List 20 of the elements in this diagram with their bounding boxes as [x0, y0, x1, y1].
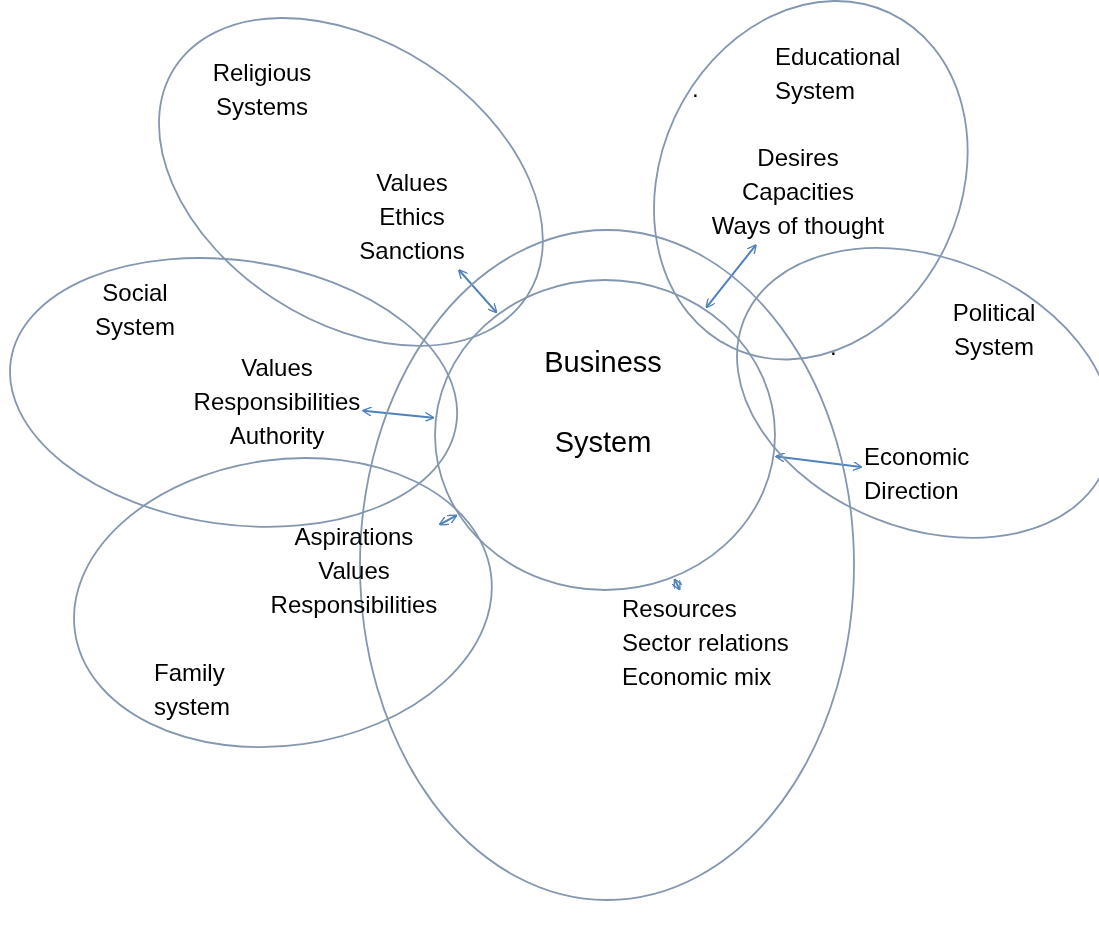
label-text: Desires Capacities Ways of thought	[711, 141, 885, 243]
label-text: Economic Direction	[864, 440, 970, 508]
system-label: Family system	[154, 658, 230, 722]
arrow	[705, 243, 757, 309]
arrow	[438, 514, 458, 526]
system-label: Social System	[95, 278, 175, 342]
system-label: Educational System	[775, 42, 901, 106]
arrow	[457, 268, 498, 314]
arrow	[671, 578, 683, 591]
system-label: Religious Systems	[212, 58, 312, 122]
dot-mark: .	[692, 74, 699, 104]
system-label: Business System	[544, 345, 662, 460]
system-label: Political System	[952, 298, 1036, 362]
label-text: Values Responsibilities Authority	[193, 351, 361, 453]
dot-mark: .	[830, 332, 837, 362]
label-text: Resources Sector relations Economic mix	[622, 592, 789, 694]
arrow	[774, 452, 863, 472]
label-text: Aspirations Values Responsibilities	[270, 520, 438, 622]
label-text: Values Ethics Sanctions	[359, 166, 465, 268]
arrow	[361, 406, 435, 423]
